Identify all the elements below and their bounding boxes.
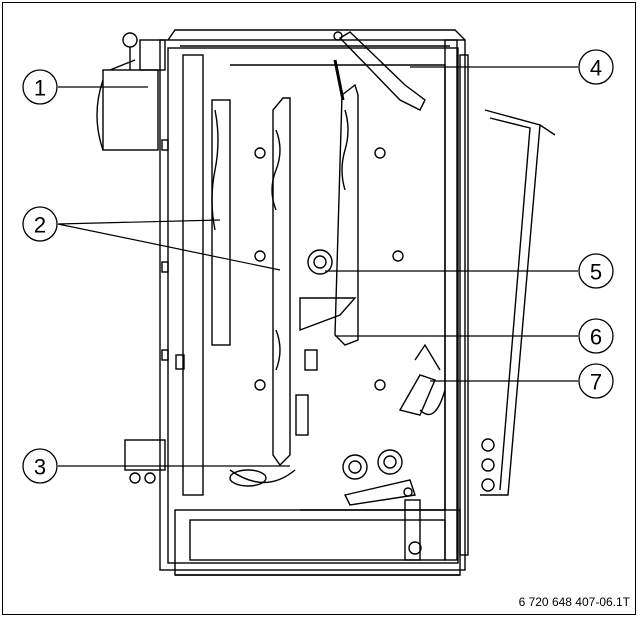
callout-circles xyxy=(22,49,614,484)
inspection-hole xyxy=(392,250,404,262)
roller-right xyxy=(377,449,403,475)
combustion-chamber xyxy=(230,64,446,511)
figure-code: 6 720 648 407-06.1T xyxy=(518,595,630,609)
air-duct xyxy=(334,83,359,346)
leader-2b xyxy=(57,223,281,271)
callout-7-label: 7 xyxy=(590,370,602,395)
deflector-plate xyxy=(299,297,357,332)
callout-3-circle xyxy=(22,448,58,484)
boiler-drawing xyxy=(96,29,556,576)
callout-7-circle xyxy=(578,363,614,399)
callout-2-label: 2 xyxy=(34,213,46,238)
outer-casing xyxy=(159,39,466,571)
front-door xyxy=(480,109,541,496)
water-baffle xyxy=(272,97,291,467)
inspection-hole xyxy=(254,147,266,159)
callout-2-circle xyxy=(22,206,58,242)
regulator xyxy=(398,374,436,416)
secondary-air-shaft xyxy=(307,249,333,275)
inspection-hole xyxy=(254,379,266,391)
callout-6-circle xyxy=(578,318,614,354)
callout-4-circle xyxy=(578,49,614,85)
control-unit xyxy=(102,69,159,151)
callout-1-label: 1 xyxy=(34,76,46,101)
callout-6-label: 6 xyxy=(590,325,602,350)
callout-5-circle xyxy=(578,253,614,289)
door-handle xyxy=(338,31,426,111)
inspection-hole xyxy=(374,379,386,391)
inspection-hole xyxy=(374,147,386,159)
inspection-hole xyxy=(254,250,266,262)
shaker-lever xyxy=(343,479,416,506)
leader-lines xyxy=(57,66,578,467)
callout-5-label: 5 xyxy=(590,260,602,285)
roller-left xyxy=(342,454,368,480)
callout-1-circle xyxy=(22,69,58,105)
callout-4-label: 4 xyxy=(590,56,602,81)
callout-3-label: 3 xyxy=(34,455,46,480)
leader-2a xyxy=(57,219,221,225)
